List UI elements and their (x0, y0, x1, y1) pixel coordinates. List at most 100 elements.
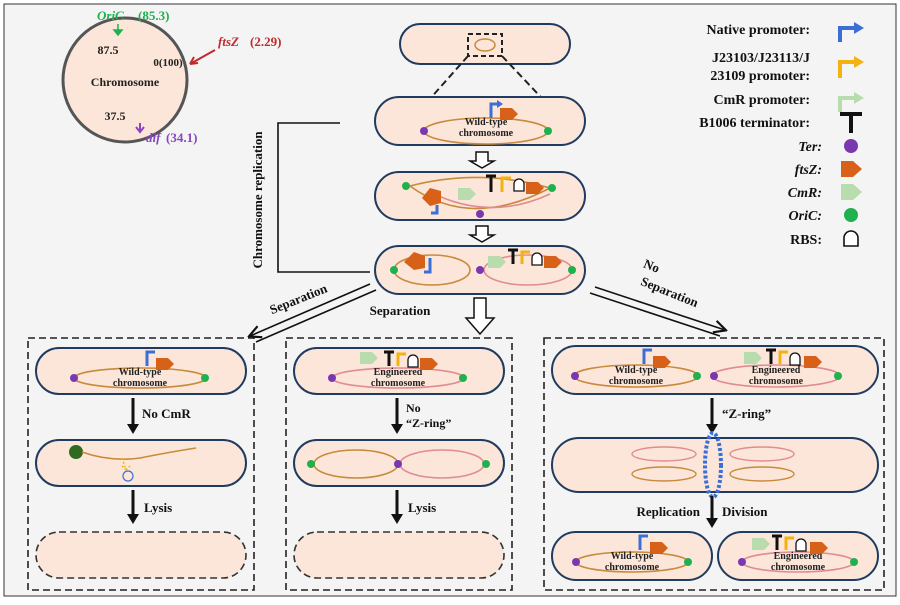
rbs-icon (795, 538, 807, 552)
syn-promoter-icon (784, 536, 794, 550)
legend-label-synthetic-1: J23103/J23113/J (712, 51, 810, 66)
oric-site (201, 374, 209, 382)
step-arrow-head (391, 514, 403, 524)
middle-step2-label: Lysis (408, 500, 436, 515)
legend-label-native: Native promoter: (706, 23, 810, 38)
ter-site (476, 210, 484, 218)
ftsz-gene-icon (804, 356, 822, 368)
native-promoter-icon (642, 348, 652, 364)
terminator-icon (766, 348, 776, 364)
ter-site (571, 372, 579, 380)
ftsz-pentagon-icon (841, 161, 862, 177)
legend-label-terminator: B1006 terminator: (699, 116, 810, 131)
ter-site (738, 558, 746, 566)
mini-chromosome (474, 38, 496, 52)
debris-icon (122, 470, 134, 482)
syn-promoter-icon (778, 350, 788, 364)
terminator-icon (840, 112, 862, 133)
oric-site (402, 182, 410, 190)
arrow-to-middle (464, 297, 496, 336)
cell-lysed (35, 531, 247, 579)
cmr-gene-icon (458, 188, 476, 200)
down-arrow-2 (467, 225, 497, 243)
chromosome-circle (61, 16, 189, 144)
oric-site (548, 184, 556, 192)
chromosome-ring (631, 466, 697, 482)
ftsz-gene-icon (810, 542, 828, 554)
engineered-label-2: chromosome (371, 378, 426, 389)
cmr-gene-icon (488, 256, 506, 268)
step-arrow-head (391, 424, 403, 434)
left-step1-label: No CmR (142, 406, 191, 421)
legend-label-ter: Ter: (798, 140, 822, 155)
engineered-label-1: Engineered (374, 367, 423, 378)
ftsz-gene-icon (653, 356, 671, 368)
oric-site (693, 372, 701, 380)
chromosome-ring (729, 466, 795, 482)
ftsz-gene-icon (650, 542, 668, 554)
panel-left-frame (27, 337, 255, 591)
oric-circle-icon (844, 208, 858, 222)
rbs-icon (789, 352, 801, 366)
right-step2b-label: Division (722, 504, 768, 519)
panel-left: Wild-type chromosome No CmR Lysis (27, 337, 255, 591)
arrow-to-right-2 (589, 292, 721, 337)
syn-promoter-icon (396, 352, 406, 366)
no-separation-label-1: No (642, 256, 662, 276)
cell-lysing (35, 439, 247, 487)
ftsz-gene-icon (500, 108, 518, 120)
left-step2-label: Lysis (144, 500, 172, 515)
legend-label-oric: OriC: (789, 209, 822, 224)
replication-flow: Wild-type chromosome (374, 23, 586, 295)
zoom-box (467, 33, 503, 57)
ter-site (420, 127, 428, 135)
native-promoter-head-icon (854, 22, 864, 34)
oric-site (834, 372, 842, 380)
engineered-label-2: chromosome (749, 376, 804, 387)
ter-site (394, 460, 402, 468)
wild-label-2: chromosome (113, 378, 168, 389)
ftsz-map-value: (2.29) (250, 34, 281, 49)
chromosome-ring (729, 446, 795, 462)
dif-map-label: dif (146, 130, 162, 145)
panel-right: Wild-type chromosome Engineered chromoso… (543, 337, 885, 591)
legend-label-cmr-promoter: CmR promoter: (713, 93, 810, 108)
native-promoter-icon (431, 205, 439, 215)
wild-label-1: Wild-type (119, 367, 162, 378)
wild-label-1: Wild-type (611, 551, 654, 562)
cmr-gene-icon (744, 352, 762, 364)
oric-site (482, 460, 490, 468)
chromosome-map: Chromosome 87.5 0(100) 37.5 OriC (85.3) … (61, 8, 281, 145)
wild-label-2: chromosome (459, 128, 514, 139)
ftsz-gene-icon (404, 252, 425, 270)
cmr-promoter-icon (838, 96, 856, 112)
dif-map-value: (34.1) (166, 130, 197, 145)
oric-map-value: (85.3) (138, 8, 169, 23)
step-arrow-head (706, 518, 718, 528)
oric-map-label: OriC (97, 8, 124, 23)
ter-site (328, 374, 336, 382)
terminator-icon (772, 534, 782, 550)
step-arrow-head (127, 514, 139, 524)
native-promoter-icon (489, 102, 499, 118)
cmr-pentagon-icon (841, 184, 862, 200)
terminator-icon (486, 174, 496, 192)
ftsz-gene-icon (420, 358, 438, 370)
degraded-dna (81, 447, 197, 460)
engineered-label-1: Engineered (774, 551, 823, 562)
oric-site (544, 127, 552, 135)
legend-label-rbs: RBS: (790, 233, 822, 248)
ftsz-marker-icon (189, 49, 216, 65)
daughter-cell-wild (551, 531, 713, 581)
rbs-icon (513, 178, 525, 192)
oric-site (684, 558, 692, 566)
cmr-promoter-head-icon (854, 92, 864, 104)
chromosome-label: Chromosome (91, 75, 160, 89)
native-promoter-head-icon (497, 100, 503, 108)
cmr-gene-icon (752, 538, 770, 550)
legend-label-ftsz: ftsZ: (795, 163, 822, 178)
syn-promoter-icon (500, 176, 511, 192)
step-arrow-head (706, 424, 718, 434)
cell-lysed (293, 531, 505, 579)
